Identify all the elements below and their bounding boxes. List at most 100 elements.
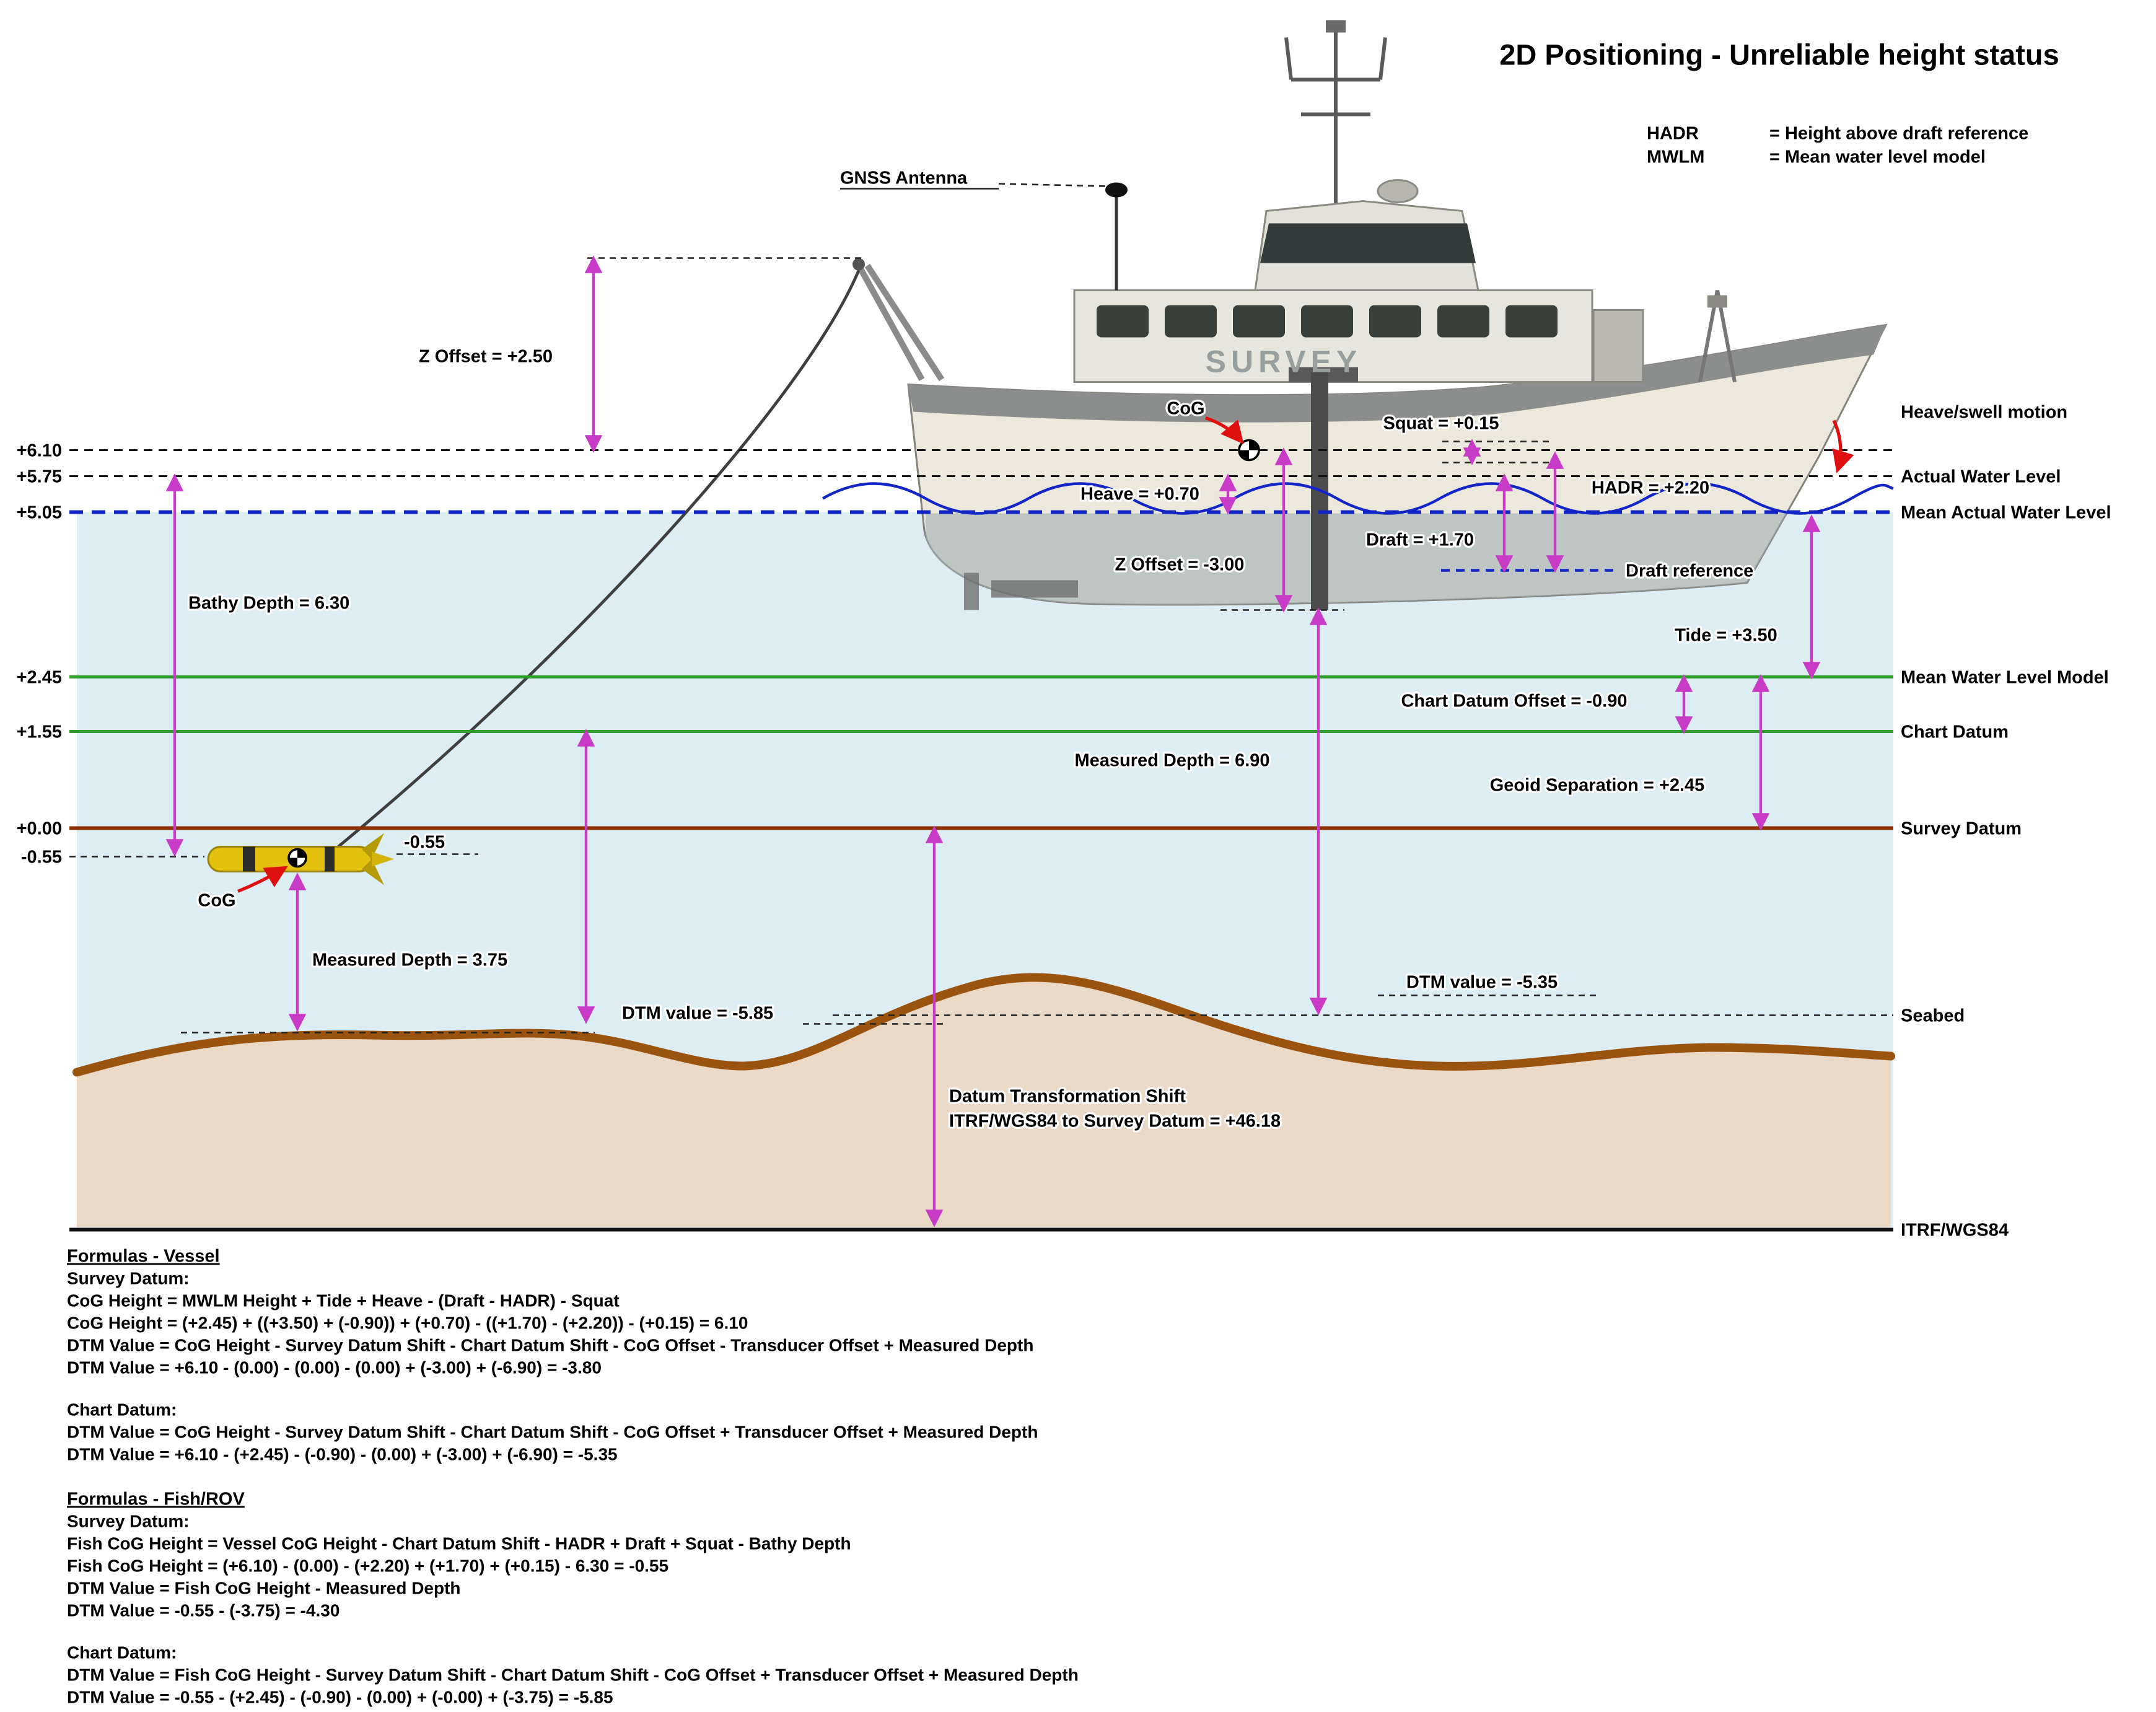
label-cog-fish: CoG [198,891,235,911]
label-chart-datum-offset: Chart Datum Offset = -0.90 [1401,691,1627,711]
cog-vessel-pointer [1205,416,1244,444]
scale-m055: -0.55 [21,848,62,867]
label-heave: Heave = +0.70 [1080,485,1199,504]
cabin-window [1437,305,1489,338]
label-bathy-depth: Bathy Depth = 6.30 [188,594,349,613]
scale-245: +2.45 [17,668,62,688]
scale-155: +1.55 [17,722,62,742]
davit-arm [864,263,945,382]
label-draft-reference: Draft reference [1626,561,1753,581]
seabed-ground [77,977,1891,1227]
bridge-windows [1260,223,1476,263]
gnss-label-leader [998,183,1107,187]
formulas-block: Formulas - Vessel Survey Datum: CoG Heig… [67,1247,1079,1707]
vessel-name-text: SURVEY [1206,345,1362,379]
measurement-arrows [165,255,1821,1227]
formula-line: DTM Value = +6.10 - (0.00) - (0.00) - (0… [67,1358,602,1377]
label-z-offset-antenna: Z Offset = +2.50 [419,347,553,367]
funnel [1592,309,1644,383]
label-squat: Squat = +0.15 [1383,414,1499,434]
cog-symbol-vessel [1238,439,1260,462]
legend-mwlm-def: = Mean water level model [1769,147,1986,167]
tow-cable [337,270,861,848]
cog-quadrant [1249,440,1259,450]
actual-water-surface-wave [822,482,1894,515]
formula-line: DTM Value = -0.55 - (+2.45) - (-0.90) - … [67,1688,613,1707]
cabin-window [1233,305,1285,338]
gnss-antenna [1105,182,1128,291]
label-cog-vessel: CoG [1167,399,1204,419]
label-hadr: HADR = +2.20 [1592,478,1709,498]
formulas-fish-heading: Formulas - Fish/ROV [67,1490,245,1509]
survey-vessel: SURVEY [337,20,1888,848]
annotations: GNSS Antenna Z Offset = +2.50 CoG Squat … [186,166,1779,1133]
label-datum-shift-1: Datum Transformation Shift [949,1087,1186,1107]
mast-whip-right [1378,37,1387,80]
environment [72,512,1895,1227]
formula-line: CoG Height = MWLM Height + Tide + Heave … [67,1291,620,1310]
label-itrf-wgs84: ITRF/WGS84 [1901,1221,2009,1240]
formulas-vessel-heading: Formulas - Vessel [67,1247,220,1266]
legend-mwlm-term: MWLM [1647,147,1704,167]
formula-line: DTM Value = Fish CoG Height - Measured D… [67,1579,461,1598]
cog-fish-pointer [237,866,288,893]
cabin-window [1165,305,1217,338]
label-draft: Draft = +1.70 [1366,530,1474,550]
pointer-arrows [237,416,1854,893]
line-names: Heave/swell motion Actual Water Level Me… [1899,400,2113,1242]
davit-arm [854,261,925,381]
scale-575: +5.75 [17,467,62,487]
page-title: 2D Positioning - Unreliable height statu… [1499,38,2059,71]
cabin-window [1097,305,1149,338]
cabin-window [1505,305,1558,338]
label-survey-datum: Survey Datum [1901,819,2022,839]
vessel-mast [1284,20,1419,206]
label-dtm-value-fish: DTM value = -5.85 [622,1004,773,1024]
scale-000: +0.00 [17,819,62,839]
scale-610: +6.10 [17,441,62,461]
bow-crane-head [1707,295,1727,308]
towfish [207,833,394,885]
label-gnss-antenna: GNSS Antenna [840,169,968,188]
cog-symbol-fish [287,848,307,868]
formula-line: DTM Value = +6.10 - (+2.45) - (-0.90) - … [67,1445,618,1464]
label-measured-depth-vessel: Measured Depth = 6.90 [1074,751,1269,771]
formula-line: DTM Value = CoG Height - Survey Datum Sh… [67,1423,1038,1442]
towfish-stripe [243,846,255,872]
stern-davit [852,258,945,382]
hull-submerged [926,513,1787,605]
formula-line: Fish CoG Height = Vessel CoG Height - Ch… [67,1534,851,1553]
cabin-window [1301,305,1353,338]
scale-505: +5.05 [17,503,62,523]
formula-line: Fish CoG Height = (+6.10) - (0.00) - (+2… [67,1556,668,1576]
propeller-gear [991,580,1078,598]
label-seabed: Seabed [1901,1006,1965,1026]
towfish-fin-bottom [362,859,384,885]
label-mean-water-level-model: Mean Water Level Model [1901,668,2109,688]
formula-line: DTM Value = Fish CoG Height - Survey Dat… [67,1666,1079,1685]
formulas-vessel-chart-heading: Chart Datum: [67,1400,177,1420]
label-mean-actual-water-level: Mean Actual Water Level [1901,503,2111,523]
legend: HADR = Height above draft reference MWLM… [1645,121,2031,169]
label-geoid-separation: Geoid Separation = +2.45 [1490,776,1705,796]
hull-bulwark [908,325,1886,423]
radar-dome [1377,179,1419,203]
formula-line: DTM Value = -0.55 - (-3.75) = -4.30 [67,1601,340,1620]
gnss-antenna-dome [1105,182,1128,198]
formulas-fish-chart-heading: Chart Datum: [67,1643,177,1662]
cog-quadrant [1239,450,1249,460]
label-z-offset-transducer: Z Offset = -3.00 [1115,555,1245,575]
mast-top-box [1326,20,1346,33]
davit-sheave [852,258,865,271]
formulas-fish-survey-heading: Survey Datum: [67,1512,190,1531]
label-fish-level: -0.55 [404,833,445,853]
cabin-windows [1097,305,1558,338]
label-chart-datum: Chart Datum [1901,722,2009,742]
label-dtm-value-vessel: DTM value = -5.35 [1406,973,1558,993]
label-datum-shift-2: ITRF/WGS84 to Survey Datum = +46.18 [949,1112,1281,1131]
formulas-vessel-survey-heading: Survey Datum: [67,1269,190,1288]
rudder [964,573,979,610]
seabed-surface-line [72,973,1895,1077]
formula-line: CoG Height = (+2.45) + ((+3.50) + (-0.90… [67,1314,748,1333]
